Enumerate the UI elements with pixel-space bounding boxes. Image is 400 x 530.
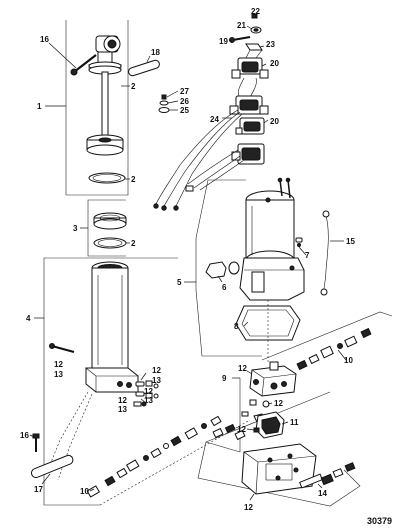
pump-motor [239,177,305,301]
label-6: 6 [222,283,227,292]
label-13-c: 13 [144,396,153,405]
small-nut-12g [253,427,260,433]
valve-cover-11 [255,411,285,439]
label-5: 5 [177,278,182,287]
label-10-left: 10 [80,487,89,496]
seal-ring [93,212,127,230]
label-25: 25 [180,106,189,115]
label-19: 19 [219,37,228,46]
wire-harness-24 [153,109,245,211]
fittings-lower-left [86,415,251,506]
figure-number: 30379 [366,516,392,526]
bracket-23 [245,43,263,59]
pin-18 [128,59,160,77]
label-11: 11 [290,418,299,427]
o-ring-upper [88,172,126,184]
label-16-bottom: 16 [20,431,29,440]
pump-block [241,443,317,495]
group-box-cylinder [43,257,178,506]
hardware-25-27 [158,94,170,113]
ram-top-fitting [88,35,122,75]
fittings-cylinder-base [133,380,159,407]
fittings-upper-right [296,327,372,371]
label-12-b: 12 [152,366,161,375]
label-27: 27 [180,87,189,96]
group-box-valve [197,378,361,507]
label-12-d: 12 [118,396,127,405]
cylinder-body [85,261,139,393]
screw-top-left [70,54,97,76]
label-13-d: 13 [118,405,127,414]
reservoir-cap [205,261,240,279]
label-12-g: 12 [237,425,246,434]
label-18: 18 [151,48,160,57]
label-12-h: 12 [244,503,253,512]
label-8: 8 [234,322,239,331]
fittings-lower-middle [212,423,246,441]
group-box-top-left [65,20,129,196]
label-13-bolt: 13 [54,370,63,379]
label-3: 3 [73,224,78,233]
o-ring-mid [93,237,127,249]
label-7: 7 [305,251,310,260]
pin-17 [30,454,74,479]
washer-21 [250,26,262,34]
ground-wire-15 [320,210,330,296]
label-10-right: 10 [344,356,353,365]
label-13-b: 13 [152,376,161,385]
label-2-top: 2 [131,82,136,91]
bolt-cylinder [49,343,75,353]
label-4: 4 [26,314,31,323]
valve-body [249,361,297,397]
label-20-bottom: 20 [270,117,279,126]
solenoid-lower [235,117,265,135]
label-26: 26 [180,97,189,106]
label-24: 24 [210,115,219,124]
nut-22 [251,13,258,19]
solenoid-middle [229,95,269,115]
label-12-bolt: 12 [54,360,63,369]
label-12-f: 12 [274,399,283,408]
valve-spring-14 [299,462,356,489]
label-2-seal: 2 [131,239,136,248]
ram-piston [86,134,124,156]
label-2-ring: 2 [131,175,136,184]
label-21: 21 [237,21,246,30]
label-15: 15 [346,237,355,246]
label-12-c: 12 [144,387,153,396]
screw-7 [295,237,303,247]
label-20-top: 20 [270,59,279,68]
label-14: 14 [318,489,327,498]
ram-shaft [101,71,109,139]
solenoid-bottom [231,143,265,165]
callout-labels: 16 18 2 1 2 3 2 4 12 13 12 13 12 13 12 1… [20,7,355,512]
screw-bottom-left [32,433,40,452]
label-17: 17 [34,485,43,494]
gasket-8 [235,305,301,341]
label-1: 1 [37,102,42,111]
label-23: 23 [266,40,275,49]
label-12-e: 12 [238,364,247,373]
label-22: 22 [251,7,260,16]
solenoid-upper [231,57,269,99]
bolt-19 [229,36,251,43]
label-16-top: 16 [40,35,49,44]
group-box-motor [195,179,262,357]
label-9: 9 [222,374,227,383]
